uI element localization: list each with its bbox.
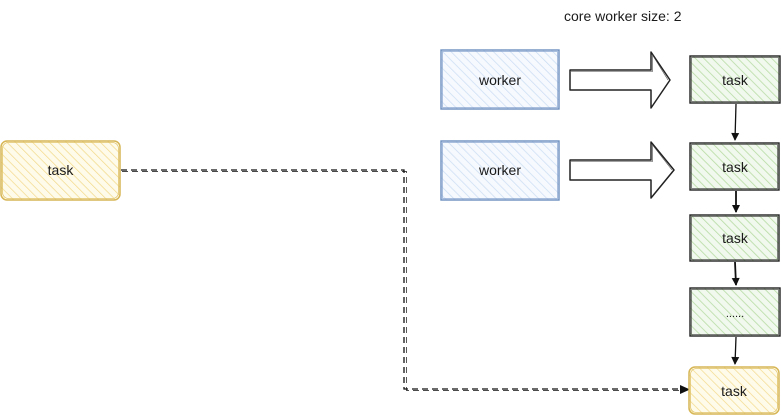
enqueue-connector [121,169,690,394]
queue-link-arrow [731,336,740,365]
worker-node: worker [440,49,560,110]
queue-ellipsis-node: ...... [689,287,781,337]
queue-ellipsis-label: ...... [726,308,744,320]
appended-task-node: task [688,366,780,415]
core-worker-size-label: core worker size: 2 [564,8,682,24]
queue-task-node: task [689,214,780,262]
worker-to-task-arrow [569,141,675,199]
queue-task-node: task [689,142,780,191]
queue-task-node: task [689,55,781,104]
appended-task-label: task [721,383,748,399]
worker-label: worker [478,162,521,178]
queue-link-arrow [731,103,740,141]
worker-to-task-arrow [569,51,671,109]
worker-node: worker [440,140,560,201]
queue-task-label: task [722,159,749,175]
queue-task-label: task [722,72,749,88]
incoming-task-label: task [48,162,75,178]
worker-label: worker [478,72,521,88]
queue-task-label: task [722,230,749,246]
queue-link-arrow [731,261,740,286]
incoming-task-node: task [0,140,121,201]
